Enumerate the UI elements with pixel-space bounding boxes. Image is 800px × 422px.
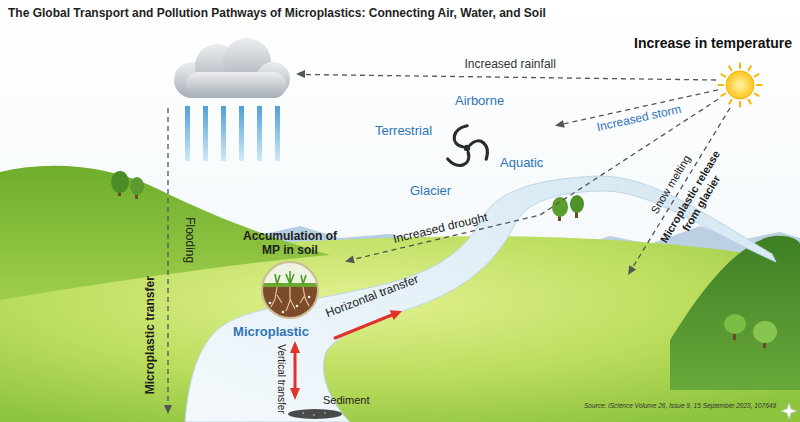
sun-node: Increase in temperature [718,63,762,107]
source-note: Source: iScience Volume 26, Issue 9, 15 … [584,402,776,410]
dashed-line [305,75,716,81]
sun-ray [739,64,741,69]
diagram-title: The Global Transport and Pollution Pathw… [8,6,546,20]
rain-bar [239,106,244,161]
sun-heading: Increase in temperature [634,35,792,52]
sun-ray [755,94,759,96]
sediment-grain [313,414,315,416]
microplastic-label: Microplastic [224,324,318,340]
sediment-label: Sediment [323,394,369,407]
tree-crown [552,197,568,217]
compartment-label: Airborne [455,93,504,109]
sediment-blob [288,409,342,419]
sun-ray [721,94,725,96]
red-line [335,315,393,339]
plant-shoots [275,271,306,284]
sparkle-watermark [781,403,797,419]
microplastic-node: Microplastic [224,323,318,341]
rain-bar [275,106,280,161]
rain-bar [221,106,226,161]
tree-crown [753,321,777,343]
trees [111,171,777,348]
microplastic-transfer-arrow [164,108,172,414]
cyclone-arm [470,141,487,159]
arrowhead [290,341,300,353]
sun-ray [729,100,731,104]
arrowhead [628,265,636,275]
arrowhead [296,70,305,78]
sun-ray [749,66,751,70]
sediment-grain [302,412,304,414]
sun-ray [749,100,751,104]
horizontal-transfer-arrow [335,310,402,338]
sun-ray [755,74,759,76]
arrowhead [555,120,565,128]
pathway-label: Increased rainfall [465,57,556,71]
sun-ray [757,84,762,86]
connector-line [294,351,297,391]
arrowhead [390,310,402,320]
compartment-label: Glacier [410,183,451,199]
cyclone-node: AirborneTerrestrialAquaticGlacier [372,90,555,202]
right-mountain [670,236,800,390]
rain [185,106,280,161]
soil-outline [262,262,318,318]
arrowhead [164,405,172,414]
tree-crown [570,195,584,213]
microplastic-particle [296,305,299,308]
pathway-label: Microplastic transfer [143,276,157,394]
cyclone-arm [451,125,475,149]
microplastic-particle [282,311,285,314]
sun-disc [726,71,754,99]
rain-bar [203,106,208,161]
dashed-line [167,108,168,405]
microplastic-particle [269,302,272,305]
arrowhead [290,388,300,400]
rain-bar [257,106,262,161]
tree-crown [111,171,129,193]
cyclone-arm [447,145,471,169]
microplastic-particle [308,296,311,299]
soil-ground [262,286,318,318]
rain-bar [185,106,190,161]
tree-crown [724,314,746,334]
edge-label: Vertical transfer [274,345,286,414]
sun-symbol [718,63,762,107]
arrowhead [345,255,355,263]
rain-cloud [174,38,290,98]
sun-ray [729,66,731,70]
sun-ray [719,84,724,86]
soil-heading: Accumulation of MP in soil [235,229,345,258]
sun-ray [739,102,741,107]
rainfall-arrow [296,70,716,80]
plant-roots [271,287,309,311]
soil-sky [262,262,318,318]
sun-ray [721,74,725,76]
tree-crown [130,177,144,195]
cloud-base [186,72,286,98]
compartment-label: Aquatic [500,155,543,171]
compartment-label: Terrestrial [375,123,432,139]
sediment-node: Sediment [287,400,379,420]
vertical-transfer-arrow [290,341,300,400]
sediment-grain [324,412,326,414]
pathway-label: Flooding [183,217,197,263]
cyclone-eye [464,145,470,151]
